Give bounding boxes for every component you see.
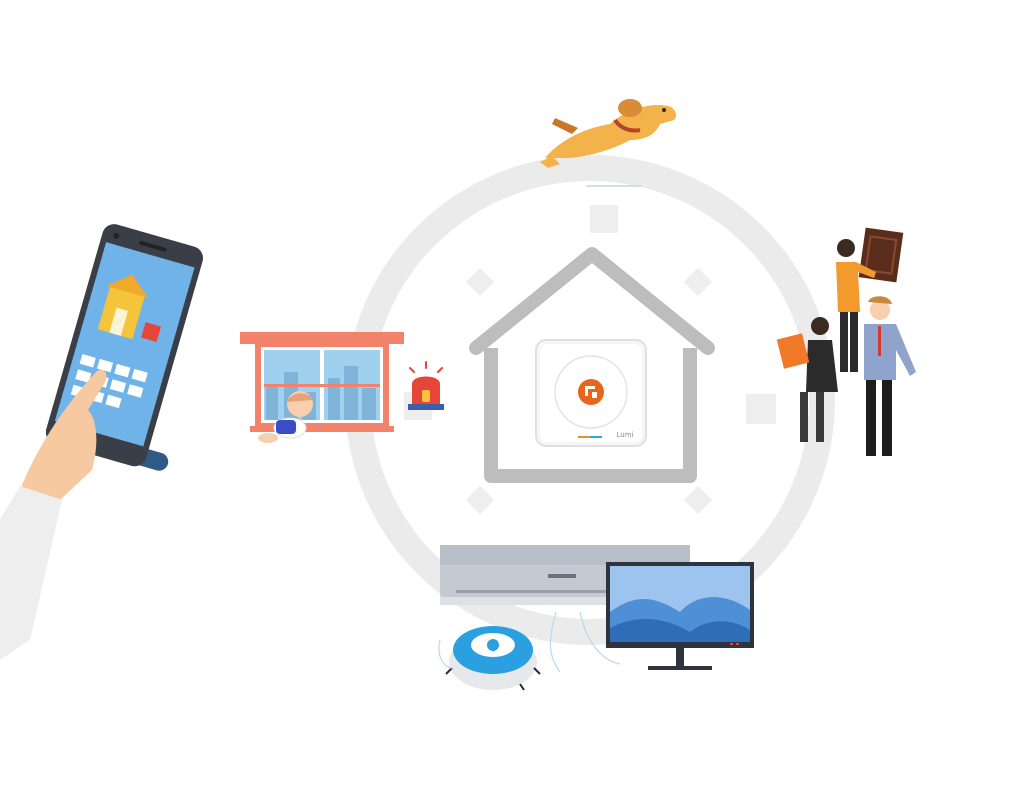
- diamond-upper-left: [465, 267, 495, 297]
- hand: [20, 369, 107, 500]
- hub-logo: [578, 379, 604, 405]
- diamond-lower-right: [683, 485, 713, 515]
- baby: [258, 391, 313, 443]
- smartphone-illustration: [0, 224, 203, 660]
- hub-brand-text: Lumi: [617, 431, 634, 439]
- window-illustration: [240, 332, 404, 443]
- robot-vacuum-illustration: [438, 611, 621, 691]
- hub-led-blue: [590, 436, 602, 438]
- dog-illustration: [540, 99, 676, 187]
- arm-sleeve: [0, 486, 62, 660]
- house-outline: [469, 247, 715, 483]
- hub-device: Lumi: [535, 339, 647, 447]
- house-roof: [469, 247, 715, 355]
- visitors-at-door-illustration: [776, 227, 916, 456]
- siren-alarm-icon: [408, 361, 444, 410]
- diamond-upper-right: [683, 267, 713, 297]
- house-walls: [484, 348, 697, 483]
- ring-marker-top: [590, 205, 618, 233]
- diamond-lower-left: [465, 485, 495, 515]
- hub-led-orange: [578, 436, 590, 438]
- monitor-illustration: [606, 562, 754, 670]
- ring-marker-right: [746, 394, 776, 424]
